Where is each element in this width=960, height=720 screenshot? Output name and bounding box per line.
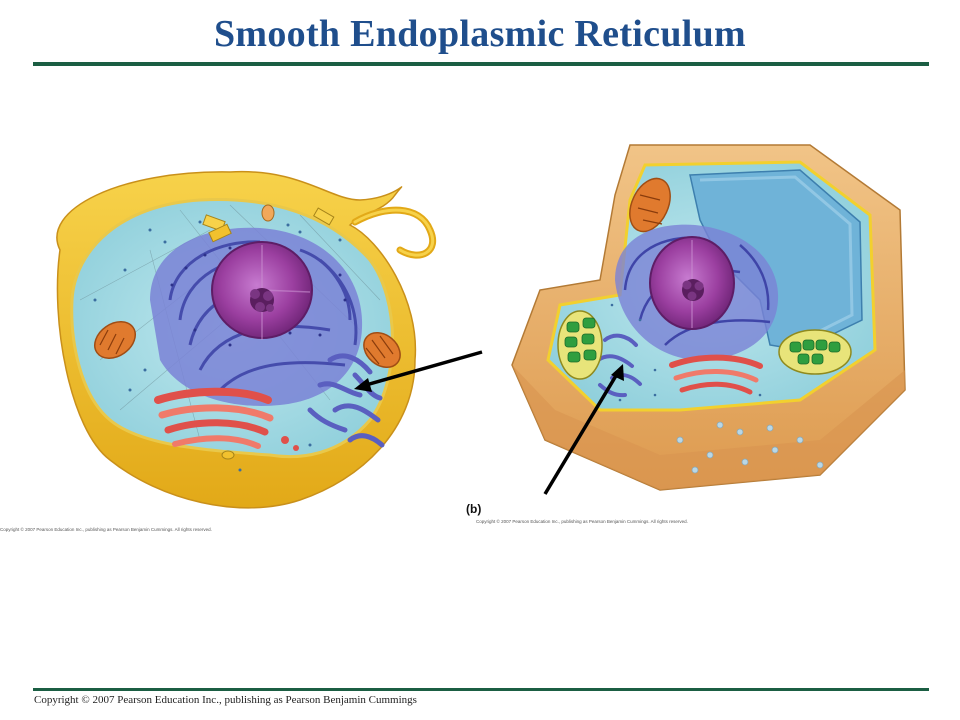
plant-smooth-er-arrow [543,364,624,495]
figure-b-credit: Copyright © 2007 Pearson Education Inc.,… [476,519,688,524]
animal-smooth-er-arrow [354,350,483,392]
plant-cell [511,144,906,491]
figure-b-label: (b) [466,502,482,516]
plant-golgi [669,354,763,395]
plant-nucleus [649,236,735,330]
footer-divider [33,688,929,691]
animal-nucleus [211,241,313,340]
animal-golgi [154,387,274,449]
animal-mitochondrion-right [363,332,401,368]
animal-nucleolus [250,288,274,312]
animal-cell [56,170,437,509]
plant-nucleolus [682,279,704,301]
figure-a-credit: Copyright © 2007 Pearson Education Inc.,… [0,527,212,532]
plant-mitochondrion [629,177,671,233]
plant-chloroplast-left [557,310,603,380]
copyright-footer: Copyright © 2007 Pearson Education Inc.,… [34,694,417,706]
plant-chloroplast-right [778,329,852,375]
animal-centriole-1 [202,214,232,243]
animal-smooth-er [307,353,385,448]
animal-centriole-2 [313,207,335,226]
title-divider [33,62,929,66]
animal-mitochondrion-left [94,321,136,359]
page-title: Smooth Endoplasmic Reticulum [213,13,746,55]
